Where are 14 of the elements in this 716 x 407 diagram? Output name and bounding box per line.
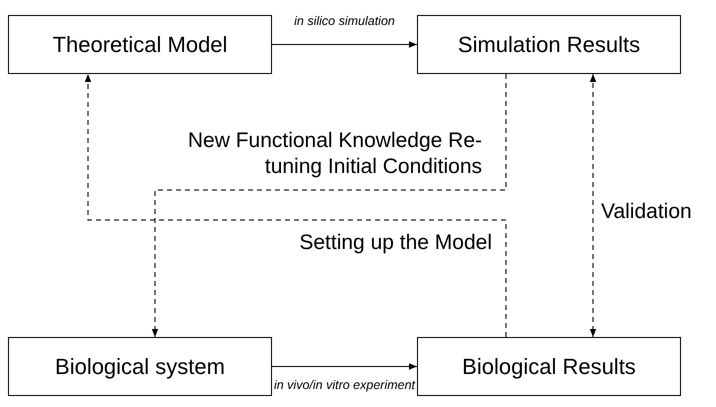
process-box: Biological Results: [417, 337, 681, 396]
process-box: Theoretical Model: [8, 15, 272, 74]
edge-label: Validation: [601, 199, 692, 225]
edge-label: in vivo/in vitro experiment: [272, 378, 416, 392]
arrow: [272, 363, 418, 370]
edge-label: Setting up the Model: [298, 230, 492, 256]
arrow: [152, 74, 506, 338]
edge-label: in silico simulation: [293, 14, 396, 29]
arrow: [590, 74, 596, 338]
arrow: [84, 74, 506, 338]
arrow: [272, 41, 418, 48]
process-box: Biological system: [8, 337, 272, 396]
edge-label: New Functional Knowledge Re-tuning Initial Conditions: [186, 128, 482, 180]
process-box: Simulation Results: [417, 15, 681, 74]
